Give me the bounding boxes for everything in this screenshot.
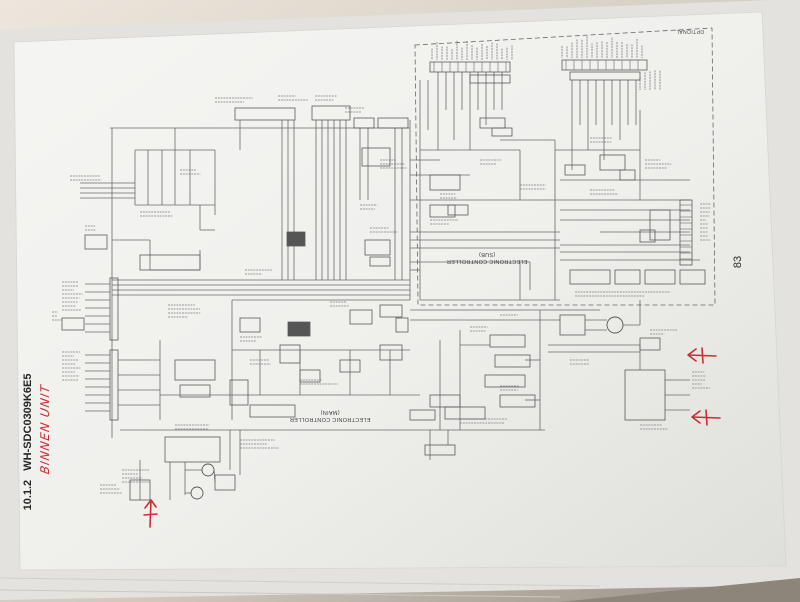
component-box — [569, 269, 611, 285]
red-arrow-icon — [691, 409, 721, 426]
red-arrow-icon — [143, 499, 158, 528]
component-box — [179, 384, 211, 398]
component-box — [164, 436, 221, 463]
component-box — [624, 369, 666, 421]
component-box — [286, 231, 306, 247]
component-box — [361, 147, 391, 167]
component-box — [559, 314, 586, 336]
sub-controller-label: ELECTRONIC CONTROLLER — [447, 258, 528, 264]
main-controller-sublabel: (MAIN) — [320, 409, 339, 415]
component-box — [569, 71, 641, 81]
component-box — [429, 204, 456, 218]
component-box — [599, 154, 626, 171]
optional-label: OPTIONAL — [676, 28, 704, 34]
component-box — [649, 209, 671, 241]
red-arrow-icon — [687, 347, 717, 364]
component-box — [339, 359, 361, 373]
floor-corner — [560, 578, 800, 602]
component-box — [174, 359, 216, 381]
component-box — [249, 404, 296, 418]
component-box — [369, 256, 391, 267]
sub-controller-sublabel: (SUB) — [479, 251, 495, 257]
component-box — [409, 409, 436, 421]
component-box — [109, 277, 119, 341]
component-box — [364, 239, 391, 256]
model-number: WH-SDC0309K6E5 — [22, 374, 34, 471]
component-box — [279, 344, 301, 364]
component-box — [644, 269, 676, 285]
component-box — [379, 344, 403, 361]
component-box — [639, 337, 661, 351]
component-box — [494, 354, 531, 368]
component-box — [234, 107, 296, 121]
component-box — [429, 174, 461, 191]
wiring-diagram — [61, 59, 706, 501]
component-box — [499, 394, 536, 408]
component-box — [287, 321, 311, 337]
component-box — [84, 234, 108, 250]
component-box — [484, 374, 526, 388]
component-box — [311, 105, 351, 121]
main-controller-label: ELECTRONIC CONTROLLER — [290, 416, 371, 422]
component-box — [679, 199, 693, 266]
component-box — [444, 406, 486, 420]
component-box — [129, 479, 151, 501]
component-box — [424, 444, 456, 456]
component-box — [353, 117, 375, 129]
schematic-page — [13, 11, 787, 571]
component-box — [239, 317, 261, 333]
component-box — [614, 269, 641, 285]
page-heading: 10.1.2 WH-SDC0309K6E5 — [22, 374, 34, 511]
component-box — [679, 269, 706, 285]
component-box — [229, 379, 249, 406]
page-number: 83 — [732, 256, 744, 268]
component-box — [561, 59, 648, 71]
component-box — [214, 474, 236, 491]
component-box — [139, 254, 201, 271]
component-box — [61, 317, 85, 331]
component-box — [429, 61, 511, 73]
component-box — [639, 229, 656, 243]
component-box — [349, 309, 373, 325]
section-number: 10.1.2 — [22, 480, 34, 511]
component-box — [395, 317, 409, 333]
paper-stack-edge — [0, 589, 561, 598]
motor-symbol — [606, 316, 624, 334]
component-box — [491, 127, 513, 137]
paper-stack-edge — [0, 577, 601, 587]
motor-symbol — [201, 463, 215, 477]
component-box — [564, 164, 586, 176]
motor-symbol — [190, 486, 204, 500]
component-box — [379, 304, 403, 318]
component-box — [109, 349, 119, 421]
component-box — [299, 369, 321, 383]
component-box — [447, 204, 469, 216]
component-box — [377, 117, 409, 129]
handwritten-note: BINNEN UNIT — [38, 383, 52, 476]
component-box — [469, 74, 511, 84]
component-box — [489, 334, 526, 348]
component-box — [619, 169, 636, 181]
